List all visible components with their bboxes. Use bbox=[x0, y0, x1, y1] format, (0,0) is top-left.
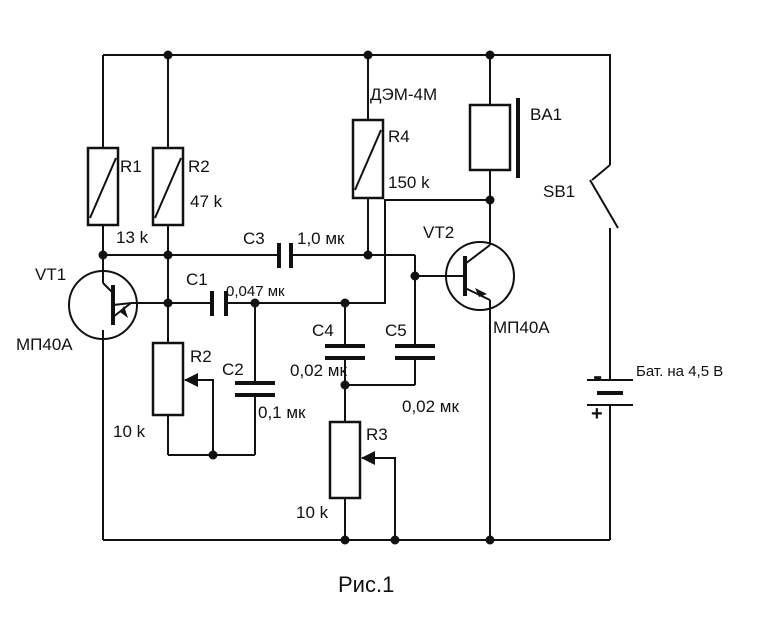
vt1-type-label: МП40А bbox=[16, 335, 73, 354]
capacitor-c5 bbox=[395, 344, 435, 360]
r1-value: 13 k bbox=[116, 228, 149, 247]
vt2-type-label: МП40А bbox=[493, 318, 550, 337]
c3-value: 1,0 мк bbox=[297, 229, 345, 248]
r4-value: 150 k bbox=[388, 173, 430, 192]
potentiometer-r3 bbox=[328, 420, 375, 500]
r3-value: 10 k bbox=[296, 503, 329, 522]
capacitor-c1 bbox=[210, 291, 228, 316]
resistor-r4 bbox=[351, 118, 385, 200]
r1-label: R1 bbox=[120, 157, 142, 176]
wires bbox=[102, 54, 619, 541]
ba1-label: BA1 bbox=[530, 105, 562, 124]
transistor-vt2 bbox=[445, 241, 515, 311]
c5-label: C5 bbox=[385, 321, 407, 340]
vt2-label: VT2 bbox=[423, 223, 454, 242]
potentiometer-r2 bbox=[151, 341, 198, 417]
speaker-ba1 bbox=[468, 98, 520, 178]
c4-label: C4 bbox=[312, 321, 334, 340]
junction-dots bbox=[98, 50, 495, 545]
figure-caption: Рис.1 bbox=[338, 572, 394, 597]
vt1-label: VT1 bbox=[35, 265, 66, 284]
r4-label: R4 bbox=[388, 127, 410, 146]
c4-value: 0,02 мк bbox=[290, 361, 347, 380]
resistor-r1 bbox=[86, 146, 120, 227]
r2b-label: R2 bbox=[190, 347, 212, 366]
r2-value: 47 k bbox=[190, 192, 223, 211]
c5-value: 0,02 мк bbox=[402, 397, 459, 416]
resistor-r2 bbox=[151, 146, 185, 227]
battery-minus: - bbox=[593, 360, 602, 391]
c1-value: 0,047 мк bbox=[226, 283, 285, 300]
capacitor-c4 bbox=[325, 344, 365, 360]
battery-plus: + bbox=[591, 403, 603, 425]
c1-label: C1 bbox=[186, 270, 208, 289]
r3-label: R3 bbox=[366, 425, 388, 444]
capacitor-c3 bbox=[277, 243, 293, 268]
ba1-type-label: ДЭМ-4М bbox=[370, 85, 437, 104]
c2-label: C2 bbox=[222, 360, 244, 379]
transistor-vt1 bbox=[68, 270, 138, 340]
sb1-label: SB1 bbox=[543, 182, 575, 201]
c3-label: C3 bbox=[243, 229, 265, 248]
r2-label: R2 bbox=[188, 157, 210, 176]
battery bbox=[587, 379, 633, 425]
battery-label: Бат. на 4,5 В bbox=[636, 363, 723, 380]
capacitor-c2 bbox=[235, 381, 275, 397]
c2-value: 0,1 мк bbox=[258, 403, 306, 422]
r2b-value: 10 k bbox=[113, 422, 146, 441]
